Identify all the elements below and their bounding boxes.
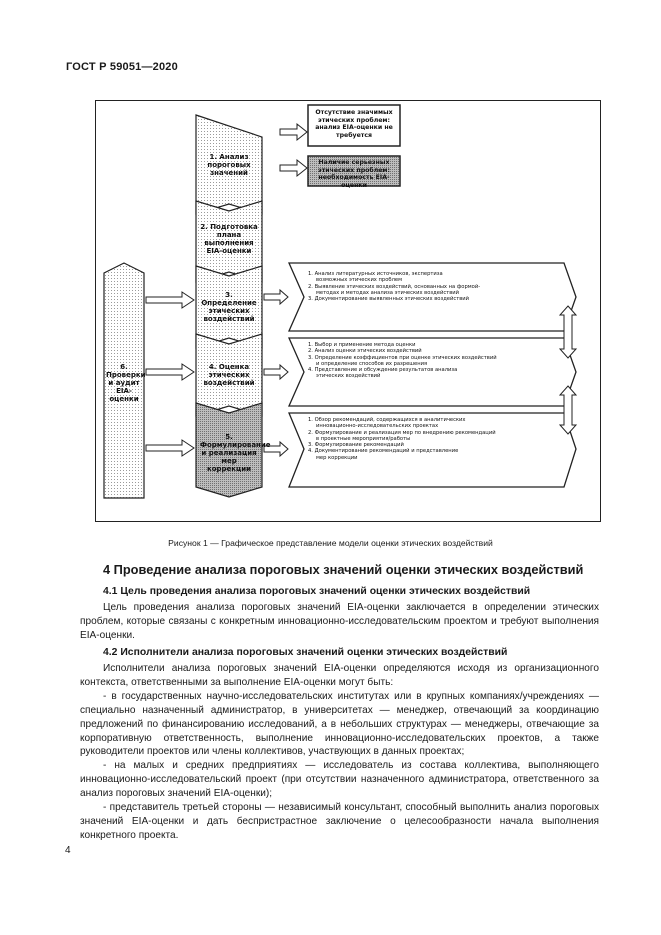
detail-text-stage-4: 1. Выбор и применение метода оценки 2. А… — [308, 342, 497, 380]
arrow-stage-3-panel — [263, 288, 289, 306]
detail-line: 3. Определение коэффициентов при оценке … — [308, 354, 497, 361]
outcome-box-eia-needed — [307, 155, 401, 187]
detail-line: 1. Анализ литературных источников, экспе… — [308, 271, 443, 277]
arrow-stage-5-panel — [263, 440, 289, 458]
detail-line: этических воздействий — [316, 373, 381, 380]
subsection-4-2-text: Исполнители анализа пороговых значений E… — [80, 662, 599, 843]
detail-line: 3. Документирование выявленных этических… — [308, 296, 470, 303]
detail-line: мер коррекции — [316, 454, 358, 461]
paragraph: Исполнители анализа пороговых значений E… — [80, 663, 599, 688]
arrow-stage-4-panel — [263, 363, 289, 381]
double-arrow-3-4 — [558, 305, 578, 359]
detail-text-stage-5: 1. Обзор рекомендаций, содержащихся в ан… — [308, 417, 496, 461]
outcome-label-no-eia: Отсутствие значимых этических проблем: а… — [315, 109, 393, 139]
subsection-4-1-text: Цель проведения анализа пороговых значен… — [80, 601, 599, 643]
stage-4-label: 4. Оценка этических воздействий — [203, 363, 255, 387]
arrow-to-eia-needed — [279, 158, 308, 178]
detail-line: инновационно-исследовательских проектах — [316, 423, 439, 430]
detail-line: 2. Анализ оценки этических воздействий — [308, 348, 422, 355]
double-arrow-4-5 — [558, 385, 578, 435]
document-header: ГОСТ Р 59051—2020 — [66, 61, 178, 73]
subsection-4-1-title: 4.1 Цель проведения анализа пороговых зн… — [103, 586, 531, 597]
detail-line: возможных этических проблем — [316, 277, 403, 284]
stage-5-chevron — [195, 402, 263, 498]
outcome-label-eia-needed: Наличие серьезных этических проблем: нео… — [318, 159, 390, 189]
detail-line: 4. Документирование рекомендаций и предс… — [308, 448, 459, 455]
detail-line: 2. Формулирование и реализация мер по вн… — [308, 429, 496, 436]
detail-line: в проектные мероприятия/работы — [316, 435, 411, 442]
stage-2-label: 2. Подготовка плана выполнения EIA-оценк… — [200, 223, 258, 255]
subsection-4-2-title: 4.2 Исполнители анализа пороговых значен… — [103, 647, 508, 658]
outcome-box-no-eia — [307, 104, 401, 147]
paragraph: Цель проведения анализа пороговых значен… — [80, 602, 599, 641]
list-item: - представитель третьей стороны — незави… — [80, 802, 599, 841]
detail-line: 4. Представление и обсуждение результато… — [308, 367, 458, 374]
arrow-to-stage-5 — [145, 439, 195, 457]
arrow-to-stage-3 — [145, 291, 195, 309]
detail-line: 1. Выбор и применение метода оценки — [308, 342, 416, 348]
figure-diagram: Отсутствие значимых этических проблем: а… — [95, 100, 601, 522]
arrow-to-stage-4 — [145, 363, 195, 381]
list-item: - на малых и средних предприятиях — иссл… — [80, 760, 599, 800]
stage-3-label: 3. Определение этических воздействий — [201, 291, 257, 323]
stage-5-label: 5. Формулирование и реализация мер корре… — [200, 433, 271, 473]
figure-caption: Рисунок 1 — Графическое представление мо… — [168, 538, 493, 548]
detail-text-stage-3: 1. Анализ литературных источников, экспе… — [308, 271, 480, 302]
detail-line: 1. Обзор рекомендаций, содержащихся в ан… — [308, 417, 466, 423]
detail-line: и определение способов их разрешения — [316, 360, 428, 367]
section-title: 4 Проведение анализа пороговых значений … — [103, 562, 584, 577]
stage-1-label: 1. Анализ пороговых значений — [207, 153, 251, 177]
stage-6-block — [103, 262, 145, 499]
detail-line: 2. Выявление этических воздействий, осно… — [308, 283, 481, 290]
diagram-shapes — [103, 104, 578, 499]
arrow-to-no-eia — [279, 122, 308, 142]
stage-6-label: 6. Проверки и аудит EIA-оценки — [106, 363, 146, 403]
page-number: 4 — [65, 845, 71, 856]
detail-line: методах и методах анализа этических возд… — [316, 289, 459, 296]
list-item: - в государственных научно-исследователь… — [80, 690, 599, 758]
detail-line: 3. Формулирование рекомендаций — [308, 442, 404, 449]
